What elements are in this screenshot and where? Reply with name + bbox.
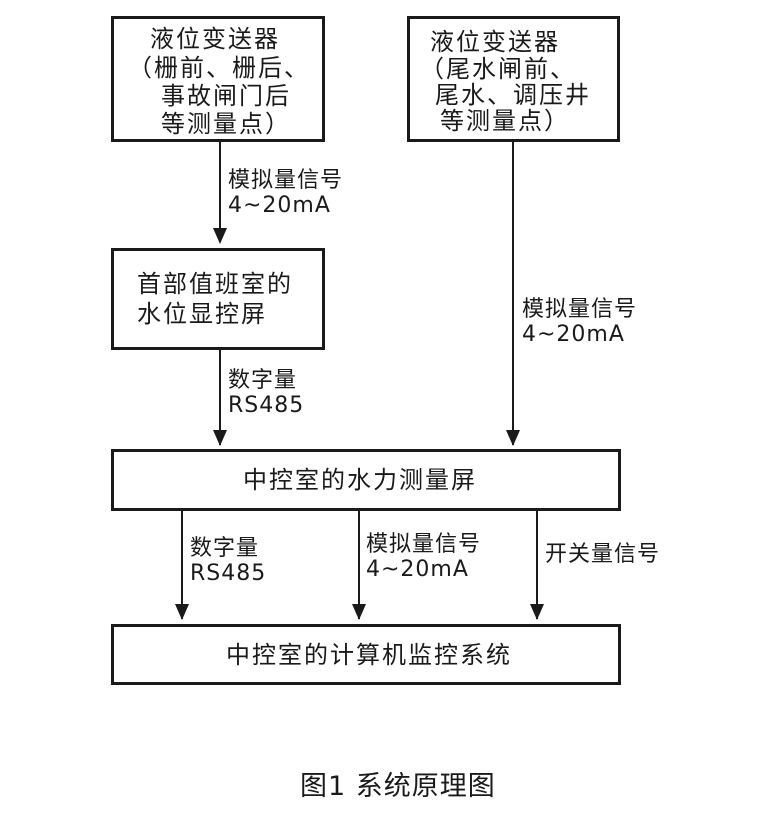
edge-label-digital-line-1: 数字量 <box>190 536 260 561</box>
box-computer-system <box>111 624 621 685</box>
edge-label-head-to-screen-line-1: 数字量 <box>228 368 298 393</box>
head-display-line-2: 水位显控屏 <box>137 300 267 328</box>
edge-label-head-to-screen-line-2: RS485 <box>228 393 305 418</box>
edge-label-right-to-screen-line-1: 模拟量信号 <box>522 297 638 322</box>
edge-label-analog-line-1: 模拟量信号 <box>366 532 482 557</box>
transmitter-right-line-2: （尾水闸前、 <box>420 55 576 83</box>
box-transmitter-left <box>111 16 325 142</box>
transmitter-left-line-2: （栅前、栅后、 <box>128 54 310 82</box>
edge-label-left-to-head-line-2: 4~20mA <box>228 193 331 218</box>
edge-label-analog-line-2: 4~20mA <box>366 557 469 582</box>
transmitter-left-line-3: 事故闸门后 <box>161 82 291 110</box>
computer-system-label: 中控室的计算机监控系统 <box>226 641 512 669</box>
hydraulic-screen-label: 中控室的水力测量屏 <box>243 466 477 494</box>
transmitter-left-line-4: 等测量点） <box>161 110 291 138</box>
box-head-display <box>111 248 325 350</box>
head-display-line-1: 首部值班室的 <box>137 270 293 298</box>
edge-label-right-to-screen-line-2: 4~20mA <box>522 322 625 347</box>
box-transmitter-right <box>407 16 620 142</box>
transmitter-right-line-1: 液位变送器 <box>430 28 560 56</box>
edge-label-switch: 开关量信号 <box>545 542 661 567</box>
edge-label-digital-line-2: RS485 <box>190 561 267 586</box>
figure-caption: 图1 系统原理图 <box>300 771 496 802</box>
transmitter-right-line-4: 等测量点） <box>440 107 570 135</box>
edge-label-left-to-head-line-1: 模拟量信号 <box>228 168 344 193</box>
box-hydraulic-screen <box>111 449 621 511</box>
transmitter-left-line-1: 液位变送器 <box>150 25 280 53</box>
transmitter-right-line-3: 尾水、调压井 <box>435 81 591 109</box>
